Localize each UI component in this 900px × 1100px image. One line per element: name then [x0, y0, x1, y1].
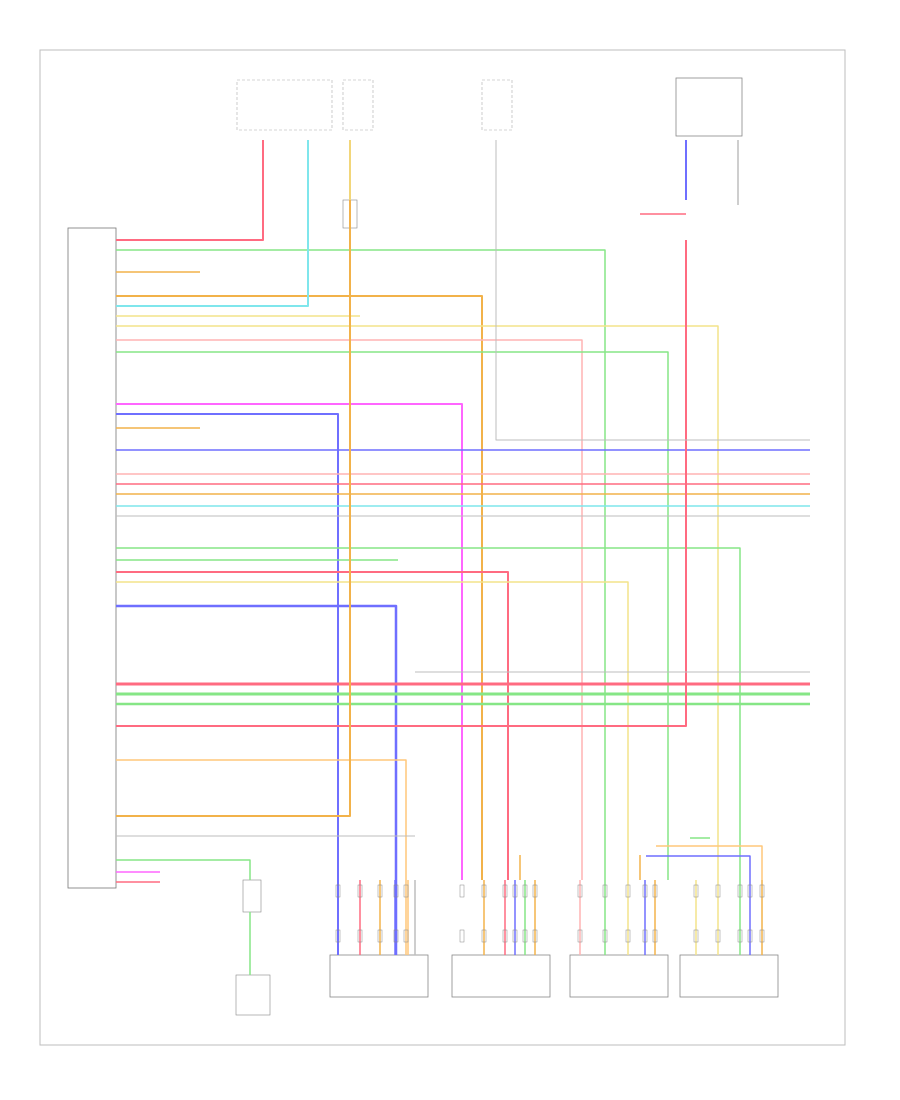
connector-pin-6-0 — [481, 884, 487, 898]
connector-pin-18-1 — [737, 929, 743, 943]
connector-pin-14-0 — [642, 884, 648, 898]
connector-pin-4-0 — [403, 884, 409, 898]
wire-gray-top — [495, 140, 810, 441]
connector-pin-5-1 — [459, 929, 465, 943]
bottom-component-1 — [329, 954, 429, 998]
connector-pin-3-0 — [393, 884, 399, 898]
connector-pin-1-1 — [357, 929, 363, 943]
connector-pin-1-0 — [357, 884, 363, 898]
bottom-component-2 — [451, 954, 551, 998]
connector-pin-12-0 — [602, 884, 608, 898]
wire-bottom-arch-2 — [646, 855, 751, 880]
wire-green-2 — [116, 351, 669, 880]
diagram-frame — [39, 49, 846, 1046]
connector-pin-7-1 — [502, 929, 508, 943]
connector-pin-0-1 — [335, 929, 341, 943]
connector-pin-7-0 — [502, 884, 508, 898]
wire-pink-1 — [116, 339, 583, 880]
bottom-component-4 — [679, 954, 779, 998]
wire-bottom-arch-1 — [656, 845, 763, 880]
fuse-box-1 — [236, 79, 333, 131]
connector-pin-5-0 — [459, 884, 465, 898]
connector-pin-18-0 — [737, 884, 743, 898]
fuse-box-2 — [342, 79, 374, 131]
control-module-box — [67, 227, 117, 889]
connector-pin-12-1 — [602, 929, 608, 943]
wire-orange-1 — [116, 295, 483, 880]
connector-pin-2-0 — [377, 884, 383, 898]
wire-cyan-top — [116, 140, 309, 307]
connector-pin-9-1 — [522, 929, 528, 943]
connector-pin-20-1 — [759, 929, 765, 943]
connector-pin-6-1 — [481, 929, 487, 943]
connector-pin-11-1 — [577, 929, 583, 943]
connector-pin-16-0 — [693, 884, 699, 898]
connector-pin-10-1 — [532, 929, 538, 943]
connector-pin-13-1 — [625, 929, 631, 943]
fuse-box-3 — [481, 79, 513, 131]
connector-pin-17-0 — [715, 884, 721, 898]
connector-pin-16-1 — [693, 929, 699, 943]
connector-pin-15-0 — [652, 884, 658, 898]
connector-pin-8-1 — [512, 929, 518, 943]
wire-magenta-1 — [116, 403, 463, 880]
connector-pin-9-0 — [522, 884, 528, 898]
connector-pin-8-0 — [512, 884, 518, 898]
connector-pin-3-1 — [393, 929, 399, 943]
wire-red-top — [116, 140, 264, 241]
wire-green-1 — [116, 249, 606, 880]
wire-blue-2 — [116, 604, 398, 955]
connector-pin-13-0 — [625, 884, 631, 898]
wires — [116, 140, 810, 975]
wire-lightorange-1 — [116, 759, 407, 955]
relay-box — [675, 77, 743, 137]
wire-green-3 — [116, 547, 741, 880]
connector-pin-14-1 — [642, 929, 648, 943]
connector-pin-19-0 — [747, 884, 753, 898]
wire-red-3 — [116, 240, 687, 727]
connector-pin-17-1 — [715, 929, 721, 943]
inline-component-3 — [235, 974, 271, 1016]
wire-yellow-2 — [116, 581, 629, 880]
bottom-component-3 — [569, 954, 669, 998]
connector-pin-0-0 — [335, 884, 341, 898]
connector-pin-2-1 — [377, 929, 383, 943]
inline-component-2 — [242, 879, 262, 913]
wire-red-2 — [116, 571, 509, 880]
connector-pin-11-0 — [577, 884, 583, 898]
connector-pin-19-1 — [747, 929, 753, 943]
connector-pin-15-1 — [652, 929, 658, 943]
connector-pin-4-1 — [403, 929, 409, 943]
connector-pin-20-0 — [759, 884, 765, 898]
wire-orange-2 — [116, 140, 351, 817]
wire-blue-1 — [116, 413, 339, 955]
connector-pin-10-0 — [532, 884, 538, 898]
wire-green-4 — [116, 859, 251, 880]
